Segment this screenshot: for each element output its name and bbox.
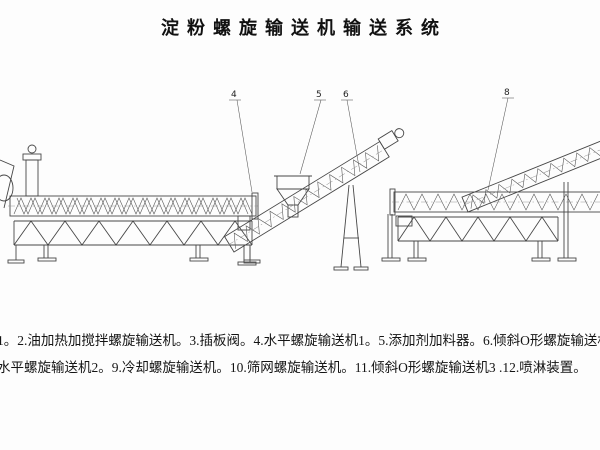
incline-mid-support	[333, 184, 369, 271]
base-plate	[531, 257, 551, 262]
discharge-chute	[237, 215, 251, 231]
base-plate	[237, 261, 257, 266]
parts-caption: 1。2.油加热加搅拌螺旋输送机。3.插板阀。4.水平螺旋输送机1。5.添加剂加料…	[0, 327, 600, 381]
inclined-conveyor-1	[223, 128, 405, 253]
base-plate	[381, 257, 401, 262]
base-plate	[407, 257, 427, 262]
base-plate	[333, 266, 349, 271]
callout-number: 6	[343, 90, 349, 100]
base-plate	[189, 257, 209, 262]
callouts: 4 5 6 8	[229, 88, 514, 193]
callout-number: 4	[231, 90, 237, 100]
right-truss	[381, 214, 559, 262]
left-truss	[7, 220, 261, 264]
left-drive-unit	[0, 144, 42, 209]
incline2-support	[557, 182, 577, 262]
callout-number: 5	[316, 90, 322, 100]
drive-unit	[395, 215, 413, 227]
slide-gate-valve	[287, 204, 299, 218]
incline-lower-support	[237, 246, 257, 266]
right-conveyor	[389, 188, 600, 227]
callout-number: 8	[504, 88, 510, 98]
base-plate	[557, 257, 577, 262]
base-plate	[243, 259, 261, 264]
base-plate	[37, 257, 57, 262]
drive-motor	[377, 130, 399, 150]
inclined-conveyor-2	[461, 140, 600, 213]
base-plate	[353, 266, 369, 271]
caption-line-2: 水平螺旋输送机2。9.冷却螺旋输送机。10.筛网螺旋输送机。11.倾斜O形螺旋输…	[0, 360, 587, 375]
caption-line-1: 1。2.油加热加搅拌螺旋输送机。3.插板阀。4.水平螺旋输送机1。5.添加剂加料…	[0, 333, 600, 348]
left-conveyor	[8, 192, 259, 231]
page-title: 淀粉螺旋输送机输送系统	[161, 18, 447, 38]
base-plate	[7, 259, 25, 264]
